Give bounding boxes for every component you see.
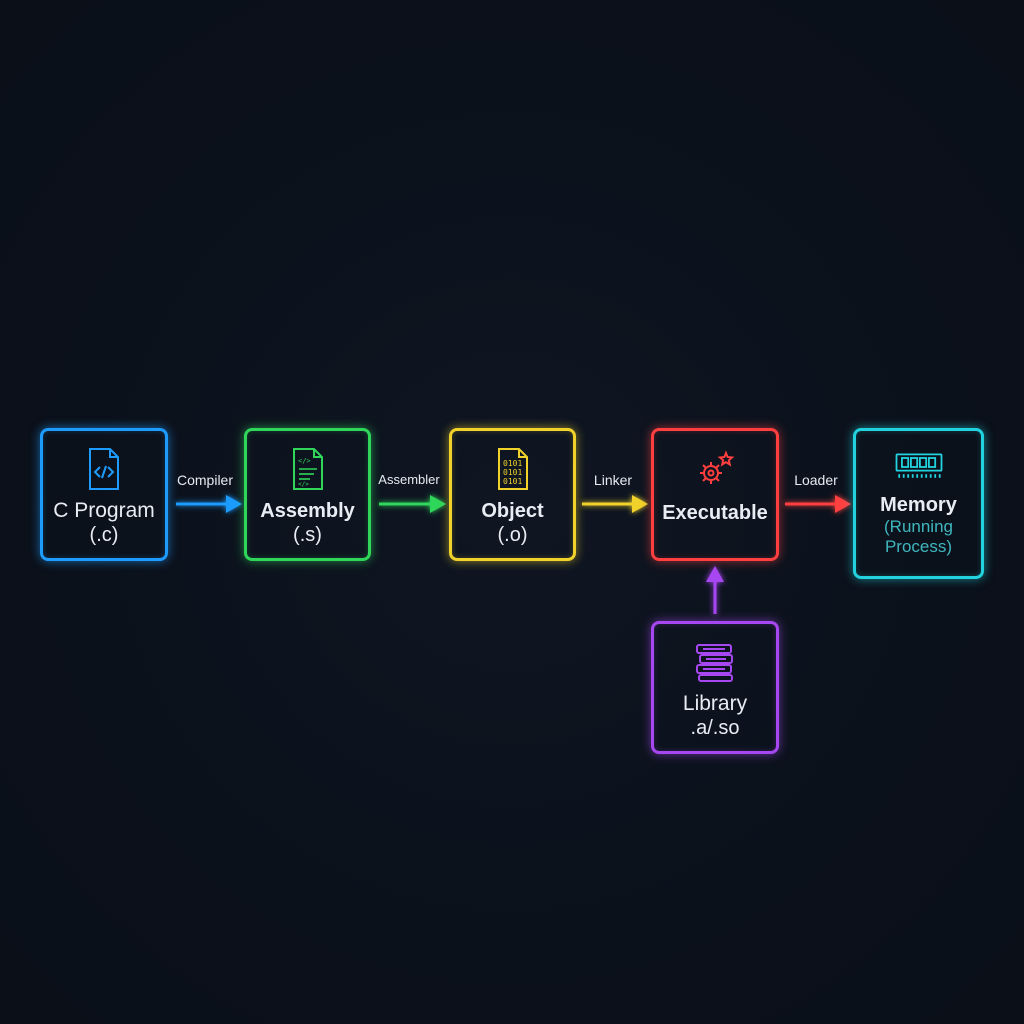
code-file-icon xyxy=(89,448,119,490)
node-executable: Executable xyxy=(651,428,779,561)
svg-text:0101: 0101 xyxy=(503,459,522,468)
edge-label-loader: Loader xyxy=(794,472,838,488)
gears-icon xyxy=(700,450,735,484)
node-subtitle-line1: (Running xyxy=(884,517,953,536)
node-subtitle: (.c) xyxy=(89,524,119,546)
edge-label-compiler: Compiler xyxy=(176,472,234,488)
ram-chip-icon xyxy=(895,453,942,478)
node-c-program: C Program (.c) xyxy=(40,428,168,561)
arrow-assembler xyxy=(379,495,446,513)
svg-text:</>: </> xyxy=(298,481,309,488)
arrow-compiler xyxy=(176,495,242,513)
node-subtitle: (.s) xyxy=(293,524,322,546)
assembly-file-icon: </> </> xyxy=(292,448,323,490)
node-subtitle: (.o) xyxy=(497,524,528,546)
node-subtitle: .a/.so xyxy=(690,717,740,739)
node-title: Memory xyxy=(880,494,957,516)
node-subtitle-line2: Process) xyxy=(884,537,953,556)
binary-file-icon: 0101 0101 0101 xyxy=(497,448,528,490)
node-title: C Program xyxy=(53,499,155,522)
node-title: Library xyxy=(682,692,748,715)
svg-text:0101: 0101 xyxy=(503,477,522,486)
svg-text:0101: 0101 xyxy=(503,468,522,477)
arrow-loader xyxy=(785,495,851,513)
books-icon xyxy=(696,644,733,682)
node-library: Library .a/.so xyxy=(651,621,779,754)
edge-label-linker: Linker xyxy=(593,472,633,488)
node-assembly: </> </> Assembly (.s) xyxy=(244,428,371,561)
node-memory: Memory (Running Process) xyxy=(853,428,984,579)
edge-label-assembler: Assembler xyxy=(378,472,440,487)
node-title: Executable xyxy=(662,502,768,524)
arrow-linker xyxy=(582,495,648,513)
node-title: Object xyxy=(481,500,544,522)
arrow-library-to-executable xyxy=(706,566,724,614)
svg-text:</>: </> xyxy=(298,457,311,465)
node-object: 0101 0101 0101 Object (.o) xyxy=(449,428,576,561)
node-title: Assembly xyxy=(260,500,355,522)
